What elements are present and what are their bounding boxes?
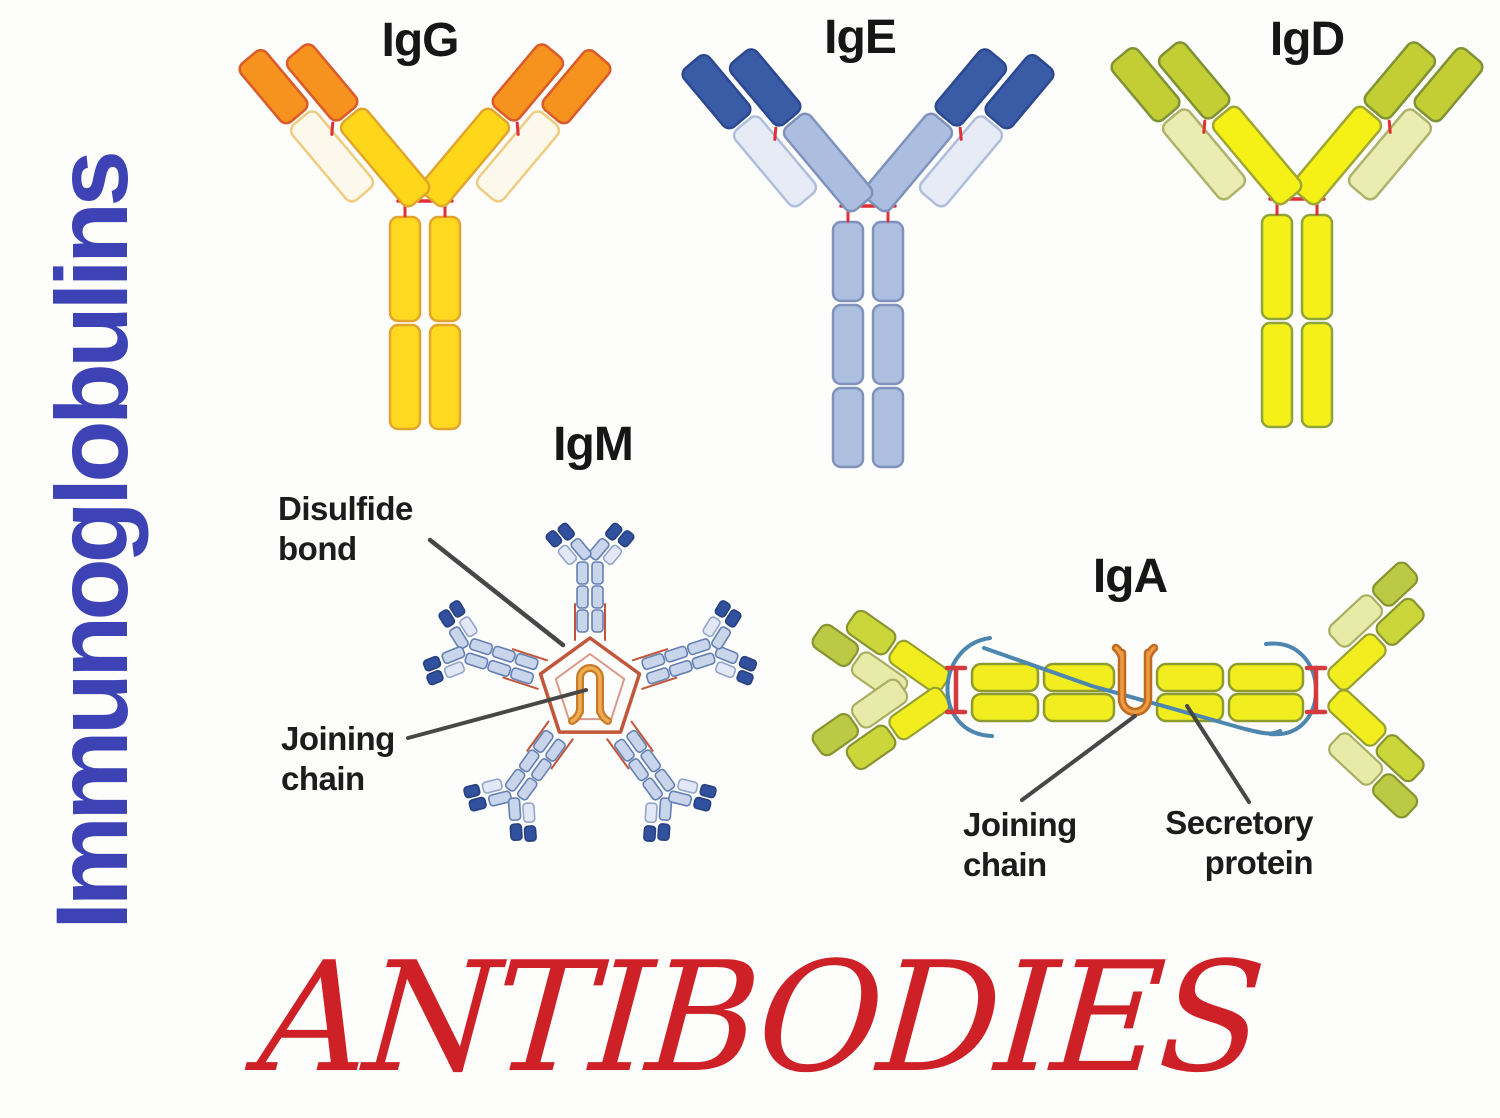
igd-label: IgD — [1269, 13, 1345, 66]
iga-label: IgA — [1092, 550, 1168, 603]
ige-label: IgE — [824, 11, 897, 64]
joining-chain-iga-label: Joining chain — [963, 806, 1077, 883]
joining-chain-igm-label: Joining chain — [281, 720, 395, 797]
igm-structure — [422, 522, 758, 843]
igm-label: IgM — [553, 418, 634, 471]
igg-structure — [238, 43, 612, 431]
secretory-protein-label: Secretory protein — [1165, 804, 1313, 881]
igg-label: IgG — [381, 14, 460, 67]
immunoglobulins-title: Immunoglobulins — [35, 155, 149, 930]
antibodies-title: ANTIBODIES — [253, 929, 1267, 1106]
disulfide-bond-label: Disulfide bond — [278, 490, 413, 567]
ige-structure — [681, 48, 1055, 469]
igd-structure — [1110, 41, 1484, 429]
annotation-pointer-lines — [406, 537, 1251, 804]
